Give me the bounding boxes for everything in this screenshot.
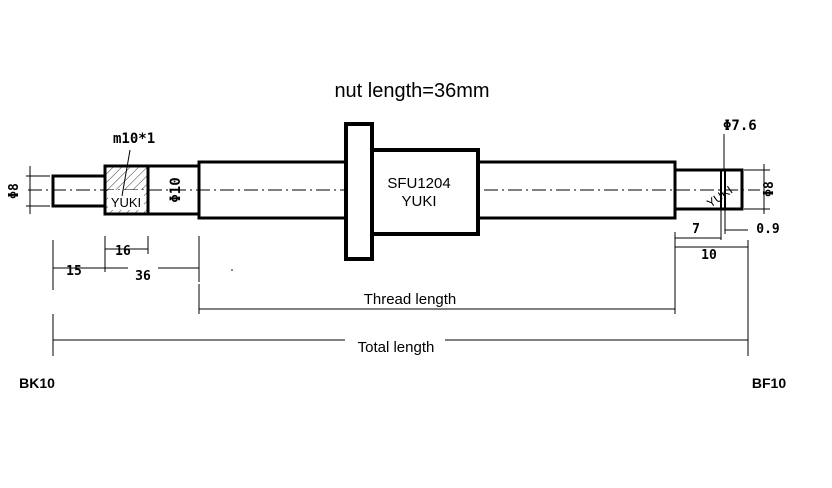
journal-diameter-label: Φ10 — [168, 177, 184, 202]
nut-body — [370, 148, 480, 236]
thread-length-bg — [350, 288, 470, 308]
dim-7-label: 7 — [692, 222, 700, 237]
right-diameter-label: Φ8 — [762, 181, 777, 197]
left-diameter-label: Φ8 — [7, 183, 22, 199]
dim-15-label: 15 — [66, 264, 82, 279]
right-shaft-d8 — [673, 168, 744, 211]
nut-length-title: nut length=36mm — [334, 80, 489, 102]
dim-10-label: 10 — [701, 248, 717, 263]
left-yuki-mark: YUKI — [111, 195, 141, 210]
screw-shaft-right — [476, 160, 677, 220]
total-length-label: Total length — [358, 339, 435, 356]
groove-diameter-label: Φ7.6 — [723, 118, 757, 134]
thread-length-label: Thread length — [364, 291, 457, 308]
right-support-label: BF10 — [752, 375, 786, 391]
thread-spec-label: m10*1 — [113, 131, 155, 147]
nut-flange — [344, 122, 374, 261]
left-shaft-d8 — [51, 174, 107, 208]
thread-spec-leader — [121, 149, 131, 197]
dim-16-label: 16 — [115, 244, 131, 259]
total-length-bg — [345, 336, 445, 354]
nut-brand-label: YUKI — [401, 193, 436, 210]
left-support-label: BK10 — [19, 375, 55, 391]
dim-09-label: 0.9 — [756, 222, 779, 237]
dim-36-bg — [128, 264, 158, 278]
nut-model-label: SFU1204 — [387, 175, 450, 192]
dim-36-label: 36 — [135, 269, 151, 284]
tiny-mark — [231, 269, 233, 271]
left-thread-label-bg — [108, 190, 144, 210]
right-yuki-mark: YUKI — [704, 183, 735, 211]
